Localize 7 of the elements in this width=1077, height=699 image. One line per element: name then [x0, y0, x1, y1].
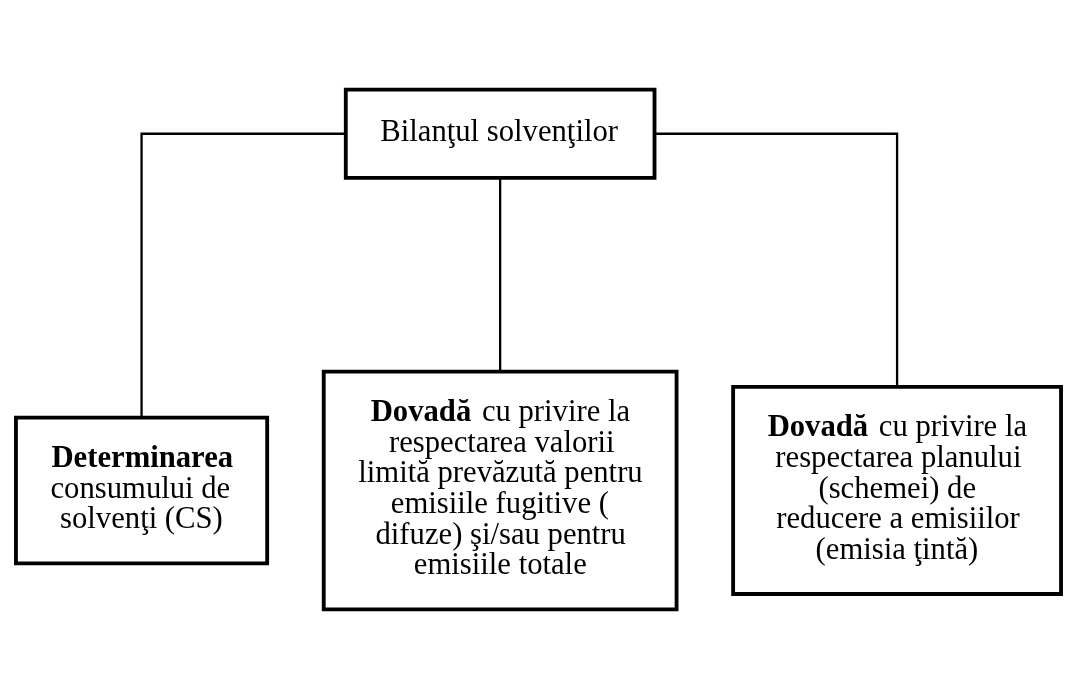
connector — [499, 178, 502, 371]
connector — [140, 132, 346, 418]
node-box: Dovadă cu privire la respectarea planului (schemei) de reducere a emisiilor (emisia ţintă) — [731, 384, 1063, 596]
node-box: Bilanţul solvenţilor — [343, 87, 657, 180]
node-box: Dovadă cu privire la respectarea valorii limită prevăzută pentru emisiile fugitive ( difuze) şi/sau pentru emisiile totale — [321, 369, 679, 612]
node-box: Determinarea consumului de solvenţi (CS) — [14, 415, 270, 566]
connector — [654, 132, 899, 387]
